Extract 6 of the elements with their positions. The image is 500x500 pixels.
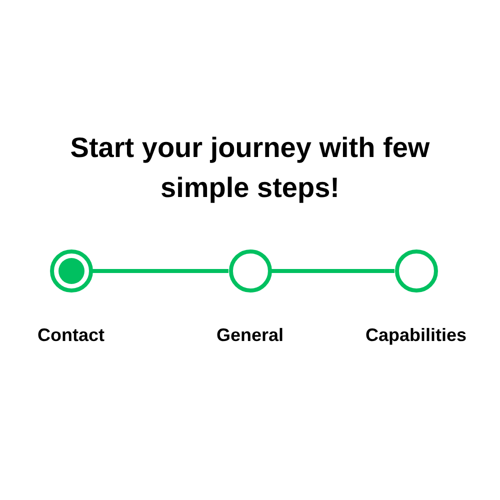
step-label: General [216, 325, 284, 346]
connector-line [92, 269, 228, 273]
step-label: Contact [38, 325, 104, 346]
connector-line [272, 269, 394, 273]
step-label: Capabilities [365, 325, 467, 346]
heading: Start your journey with few simple steps! [69, 131, 431, 205]
